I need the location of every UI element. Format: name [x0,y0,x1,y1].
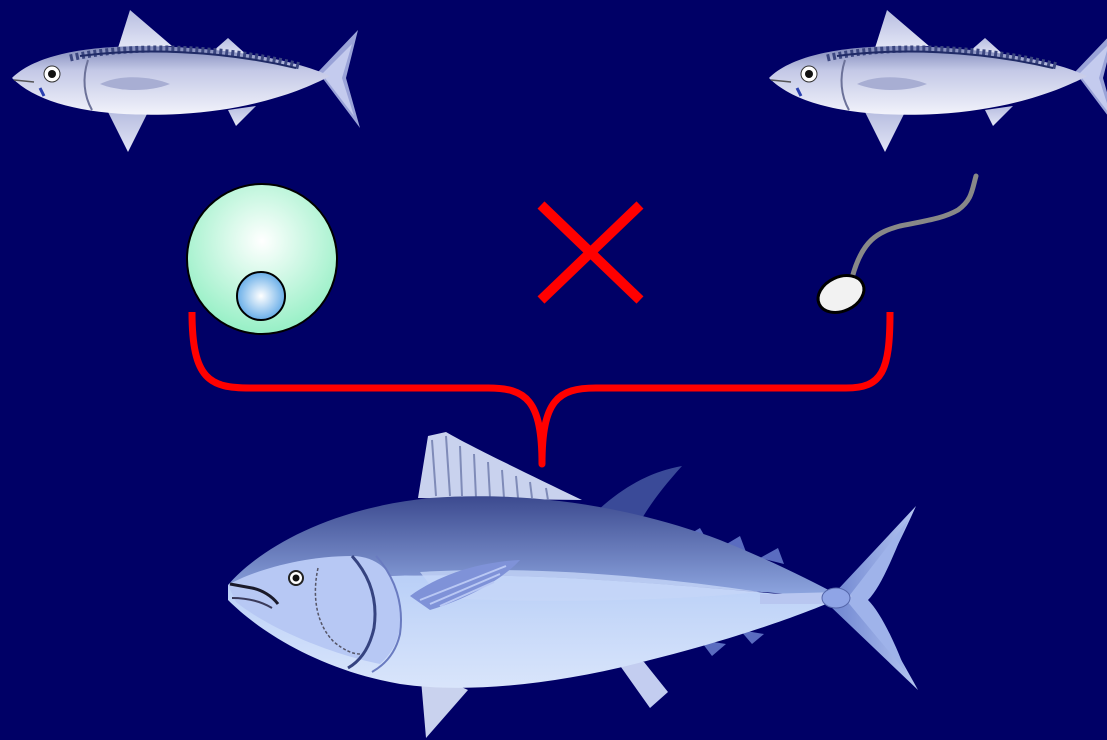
egg-cell-icon [187,184,337,334]
cross-icon [541,205,640,300]
brace-icon [192,312,890,464]
parent-left-mackerel-icon [12,10,360,152]
offspring-tuna-icon [228,432,918,738]
parent-right-mackerel-icon [769,10,1107,152]
sperm-cell-icon [812,176,976,320]
